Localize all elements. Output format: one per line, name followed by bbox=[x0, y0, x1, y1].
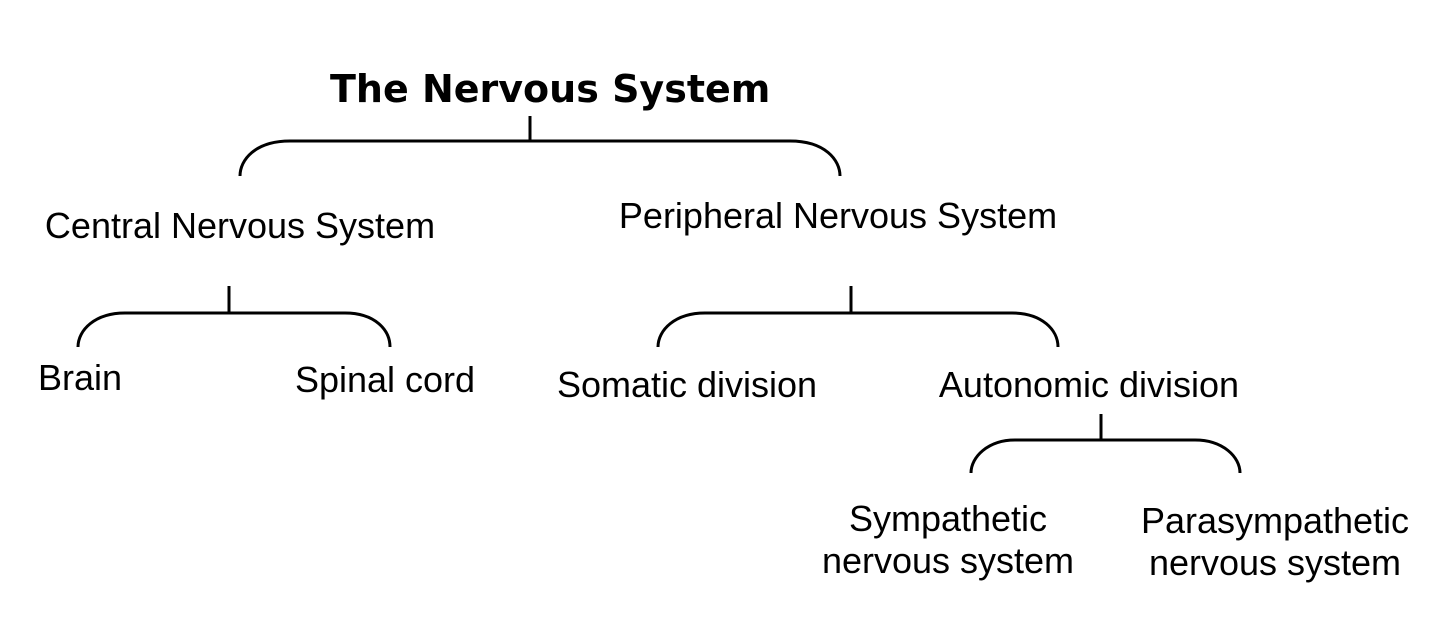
parasympathetic-line-2: nervous system bbox=[1148, 542, 1402, 583]
root-bracket bbox=[238, 116, 842, 177]
node-parasympathetic-nervous-system: Parasympathetic nervous system bbox=[1120, 500, 1430, 584]
node-sympathetic-nervous-system: Sympathetic nervous system bbox=[800, 498, 1096, 582]
node-peripheral-nervous-system: Peripheral Nervous System bbox=[618, 195, 1058, 236]
node-somatic-division: Somatic division bbox=[556, 364, 818, 405]
cns-bracket bbox=[76, 286, 392, 348]
autonomic-bracket bbox=[969, 414, 1242, 474]
node-central-nervous-system: Central Nervous System bbox=[44, 205, 436, 246]
pns-bracket bbox=[656, 286, 1060, 348]
sympathetic-line-2: nervous system bbox=[821, 540, 1075, 581]
parasympathetic-line-1: Parasympathetic bbox=[1140, 500, 1410, 541]
node-autonomic-division: Autonomic division bbox=[938, 364, 1240, 405]
node-spinal-cord: Spinal cord bbox=[294, 359, 476, 400]
sympathetic-line-1: Sympathetic bbox=[848, 498, 1048, 539]
node-brain: Brain bbox=[37, 357, 123, 398]
diagram-title: The Nervous System bbox=[330, 67, 771, 111]
